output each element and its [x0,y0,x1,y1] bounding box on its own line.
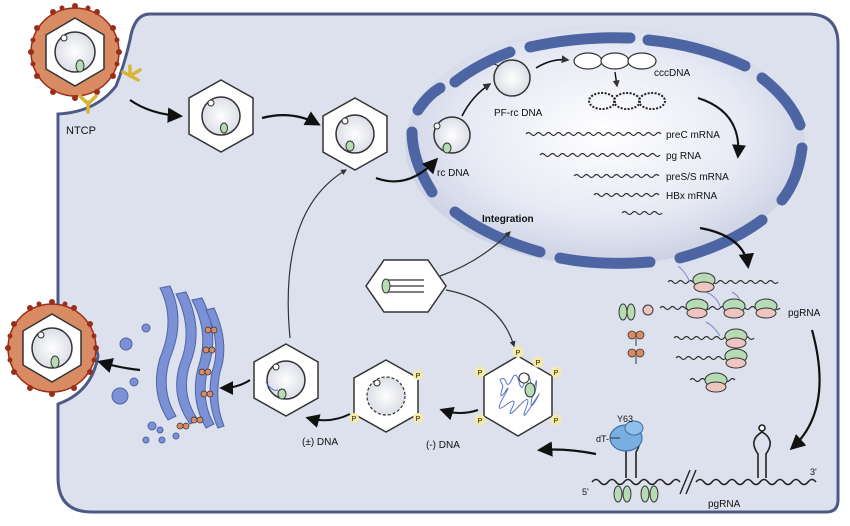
arrow-capsid1-to-capsid2 [261,111,321,126]
cccdna-minichromosome [573,52,657,70]
translation-cluster [618,265,781,393]
arrow-compound-to-integration [439,231,511,277]
arrow-to-capsid-assembly [536,441,597,457]
cccdna-label: cccDNA [654,68,690,79]
arrow-compound-to-pgcapsid [445,289,516,348]
rc-dna-genome [433,116,471,154]
y63-label: Y63 [617,414,633,424]
dt-label: dT- [596,434,609,444]
minus-dna-capsid: P P P [349,359,423,433]
arrow-capsid2-to-nucleus [375,157,439,183]
capsid-cytoplasm-2 [322,97,388,171]
svg-text:P: P [536,360,541,367]
minus-dna-label: (-) DNA [426,440,460,451]
hbx-mrna-label: HBx mRNA [666,191,717,202]
central-hexagon-compound [365,259,447,313]
pg-rna-label: pg RNA [666,151,701,162]
svg-text:P: P [554,370,559,377]
pgrna-green-proteins [613,485,659,503]
ntcp-label: NTCP [66,125,96,137]
transcripts [525,131,663,216]
rc-dna-label: rc DNA [437,168,470,179]
arrow-pf-to-ccc [535,55,570,69]
incoming-virion [28,3,122,101]
integration-label: Integration [482,214,534,225]
capsid-cytoplasm-1 [188,79,254,153]
arrow-ccc-to-transcripts [697,97,746,159]
arrow-to-er [219,379,251,395]
arrow-pgrna-to-encapsidation [789,329,821,451]
arrow-rc-to-pf [461,83,492,117]
pgrna-capsid-phospho [483,355,553,437]
svg-text:P: P [352,416,357,423]
arrow-release [97,358,141,373]
arrow-to-minus-dna [439,406,479,421]
pm-dna-label: (±) DNA [302,437,338,448]
arrow-to-pm-dna [305,413,351,428]
cccdna-chromatin [588,92,666,110]
er-golgi [111,285,225,444]
svg-text:P: P [478,370,483,377]
svg-text:P: P [416,373,421,380]
svg-text:P: P [416,416,421,423]
polymerase [609,420,644,452]
mature-capsid [253,343,319,417]
pgrna-bottom-label: pgRNA [708,499,741,510]
ntcp-receptors [78,64,142,114]
arrow-entry-to-capsid1 [129,99,184,123]
arrow-recycling [287,169,348,339]
arrow-export-mrna [699,226,754,270]
arrow-ccc-down [612,71,620,88]
pres-s-mrna-label: preS/S mRNA [666,172,729,183]
prec-mrna-label: preC mRNA [666,130,720,141]
svg-text:P: P [516,350,521,357]
svg-text:P: P [478,418,483,425]
pgrna-right-label: pgRNA [788,308,821,319]
three-prime-label: 3' [810,467,817,477]
pf-rc-dna-genome [493,59,531,97]
released-virion [5,299,99,397]
pf-rc-dna-label: PF-rc DNA [494,108,543,119]
five-prime-label: 5' [582,487,589,497]
phospho-sites-1: P P P P P P [474,346,562,426]
svg-text:P: P [554,418,559,425]
